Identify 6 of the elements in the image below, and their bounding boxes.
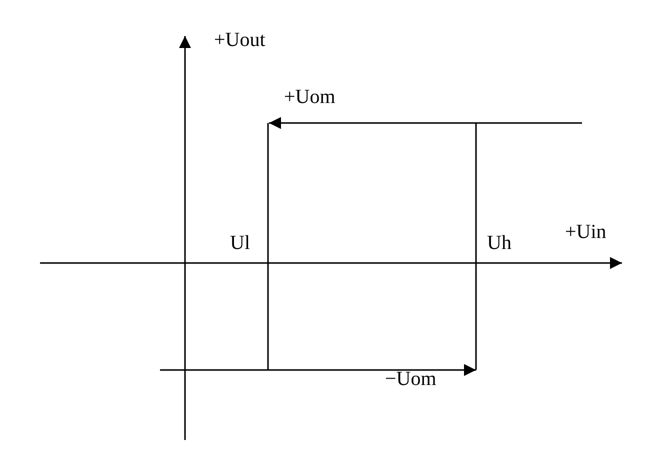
threshold-label: Uh (487, 232, 512, 254)
threshold-label: Ul (230, 232, 250, 254)
axis-label: +Uout (214, 29, 266, 51)
level-label: −Uom (385, 368, 436, 390)
axis-label: +Uin (565, 221, 606, 243)
level-label: +Uom (284, 86, 336, 108)
